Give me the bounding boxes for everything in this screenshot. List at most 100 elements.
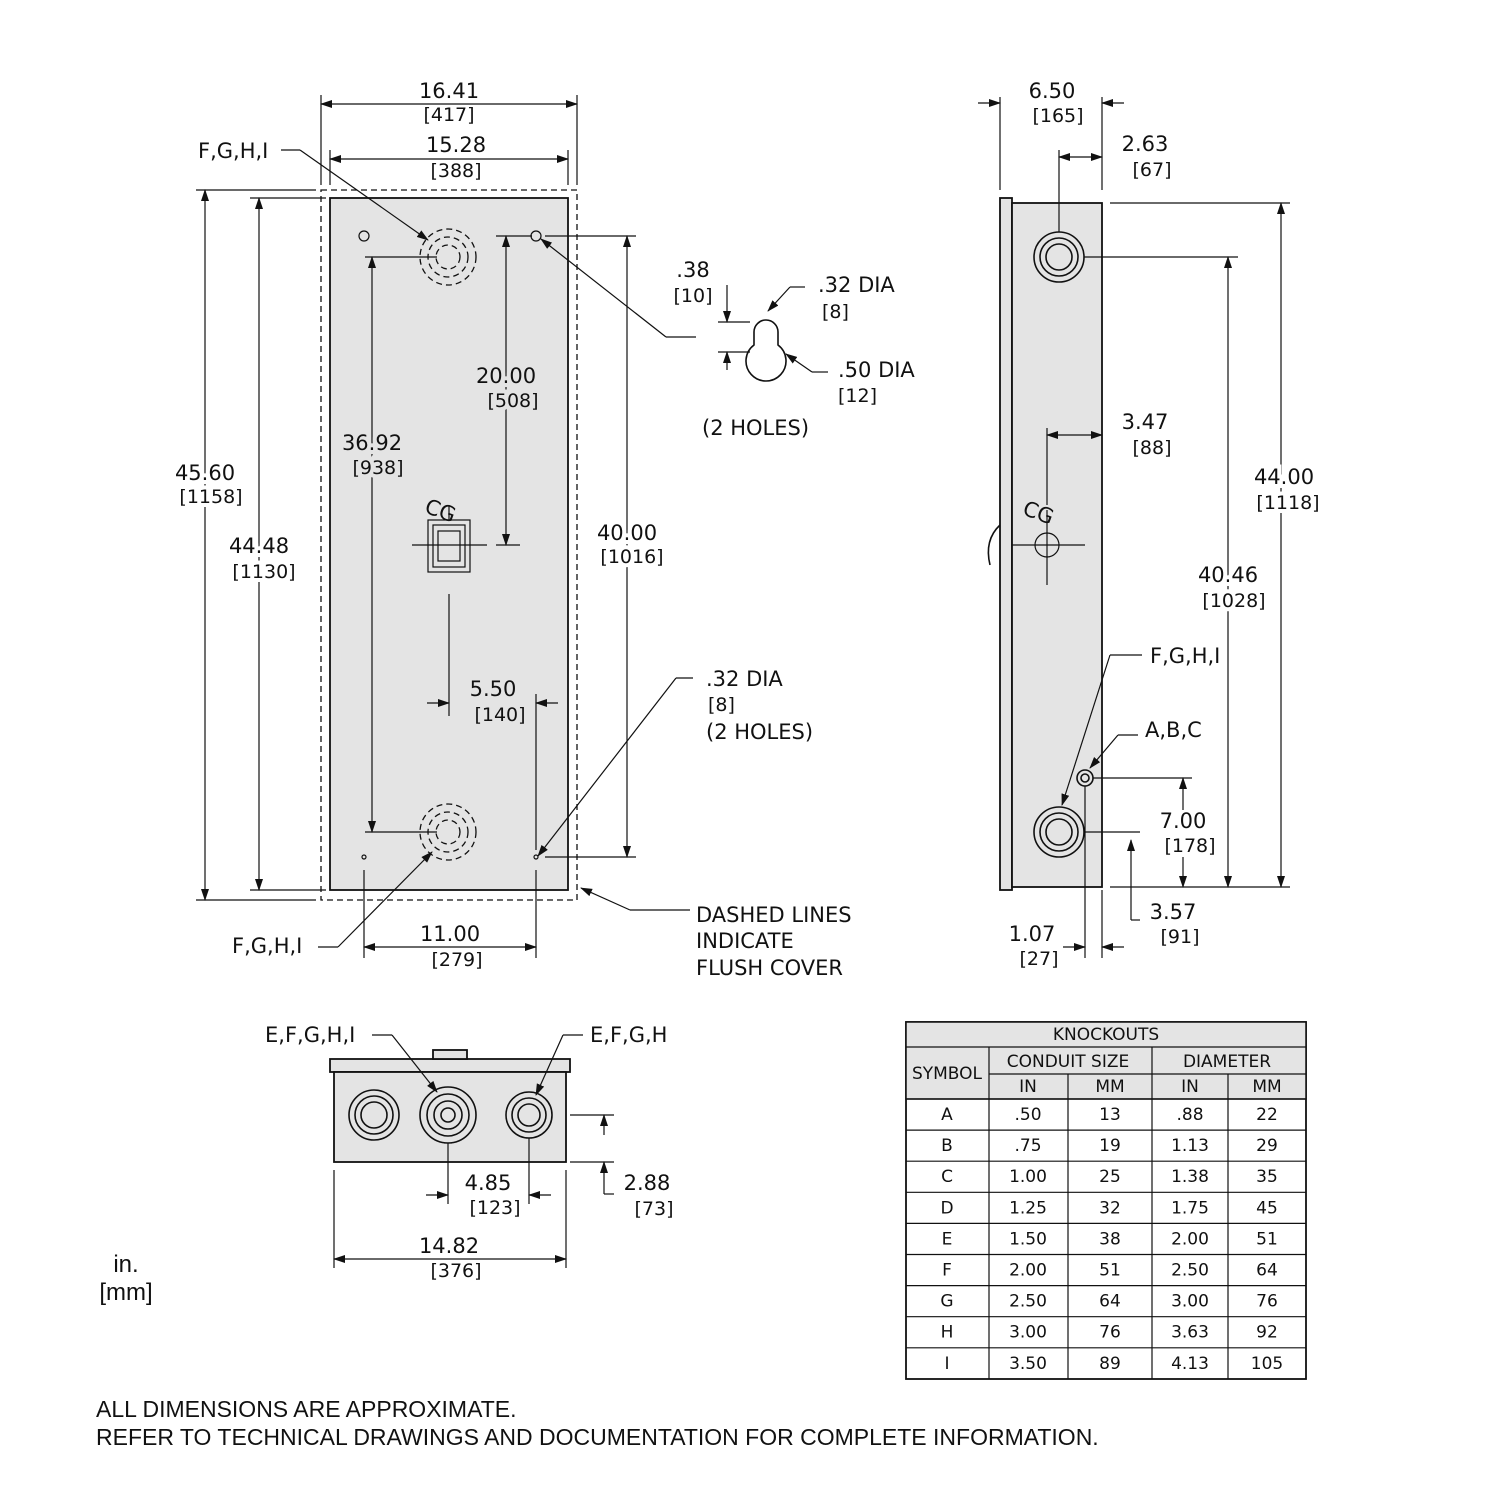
knockouts-cell-conduit-in: 2.00	[1009, 1261, 1047, 1281]
callout-front-top-knockouts: F,G,H,I	[198, 139, 268, 163]
side-cg-depth-mm: [88]	[1132, 437, 1171, 459]
knockouts-cell-conduit-mm: 19	[1099, 1136, 1121, 1156]
knockouts-cell-conduit-in: 2.50	[1009, 1292, 1047, 1312]
knockouts-cell-conduit-in: .75	[1014, 1136, 1041, 1156]
knockouts-cell-symbol: B	[941, 1136, 953, 1156]
knockouts-cell-dia-mm: 64	[1256, 1261, 1278, 1281]
knockouts-cell-dia-mm: 76	[1256, 1292, 1278, 1312]
knockouts-cell-dia-mm: 35	[1256, 1167, 1278, 1187]
note-refer: REFER TO TECHNICAL DRAWINGS AND DOCUMENT…	[96, 1424, 1099, 1450]
side-small-ko-height: 7.00	[1160, 809, 1207, 833]
knockouts-cell-dia-mm: 92	[1256, 1323, 1278, 1343]
knockouts-subheader: MM	[1252, 1077, 1281, 1097]
front-view: CG 16.41 [417] 15.28 [388] 45.60 [1158] …	[171, 79, 852, 980]
flush-cover-outline	[320, 189, 578, 901]
dim-height-overall: 45.60	[175, 461, 235, 485]
knockouts-cell-conduit-mm: 13	[1099, 1105, 1121, 1125]
knockouts-cell-symbol: I	[944, 1354, 949, 1374]
side-height: 44.00	[1254, 465, 1314, 489]
side-bottom-ko-height: 3.57	[1150, 900, 1197, 924]
dim-top-to-center-mm: [508]	[487, 390, 538, 412]
knockouts-cell-dia-in: .88	[1176, 1105, 1203, 1125]
knockouts-cell-conduit-mm: 25	[1099, 1167, 1121, 1187]
bottom-ko-spacing: 4.85	[465, 1171, 512, 1195]
knockouts-cell-symbol: C	[941, 1167, 953, 1187]
dim-height-box: 44.48	[229, 534, 289, 558]
dim-height-box-mm: [1130]	[232, 561, 295, 583]
bottom-ko-height: 2.88	[624, 1171, 671, 1195]
front-bottom-hole-count: (2 HOLES)	[706, 720, 813, 744]
dim-knockout-spacing: 36.92	[342, 431, 402, 455]
knockouts-cell-dia-in: 2.00	[1171, 1229, 1209, 1249]
bottom-width: 14.82	[419, 1234, 479, 1258]
knockouts-cell-conduit-in: 1.00	[1009, 1167, 1047, 1187]
knockouts-cell-symbol: F	[942, 1261, 952, 1281]
dim-hole-spacing: 40.00	[597, 521, 657, 545]
keyhole-count: (2 HOLES)	[702, 416, 809, 440]
knockouts-cell-conduit-in: 1.25	[1009, 1198, 1047, 1218]
knockouts-cell-conduit-mm: 32	[1099, 1198, 1121, 1218]
knockouts-cell-conduit-in: .50	[1014, 1105, 1041, 1125]
side-small-ko-offset: 1.07	[1009, 922, 1056, 946]
front-center-of-gravity	[412, 505, 487, 573]
callout-side-large-knockouts: F,G,H,I	[1150, 644, 1220, 668]
knockouts-cell-conduit-in: 1.50	[1009, 1229, 1047, 1249]
knockouts-cell-symbol: G	[940, 1292, 953, 1312]
side-ko-offset-mm: [67]	[1132, 159, 1171, 181]
dim-bottom-spacing: 11.00	[420, 922, 480, 946]
front-bottom-hole-dia-mm: [8]	[708, 694, 735, 716]
knockouts-cell-dia-mm: 22	[1256, 1105, 1278, 1125]
bottom-knockout-left	[348, 1089, 400, 1141]
side-small-ko-offset-mm: [27]	[1019, 948, 1058, 970]
callout-bottom-center-knockout: E,F,G,H,I	[265, 1023, 355, 1047]
keyhole-small-dia-mm: [8]	[822, 301, 849, 323]
knockouts-cell-dia-in: 1.75	[1171, 1198, 1209, 1218]
side-ko-spacing-mm: [1028]	[1202, 590, 1265, 612]
keyhole-detail: .38 [10] .32 DIA [8] .50 DIA [12] (2 HOL…	[673, 258, 915, 440]
knockouts-subheader: MM	[1095, 1077, 1124, 1097]
keyhole-large-dia: .50 DIA	[838, 358, 915, 382]
side-depth: 6.50	[1029, 79, 1076, 103]
knockouts-conduit-header: CONDUIT SIZE	[1007, 1052, 1130, 1072]
dim-width-box-mm: [388]	[430, 160, 481, 182]
knockouts-symbol-header: SYMBOL	[912, 1064, 983, 1084]
dim-center-offset: 5.50	[470, 677, 517, 701]
front-bottom-hole-dia: .32 DIA	[706, 667, 783, 691]
knockouts-table: KNOCKOUTS SYMBOL CONDUIT SIZE DIAMETER I…	[905, 1021, 1307, 1380]
dim-height-overall-mm: [1158]	[179, 486, 242, 508]
dim-top-to-center: 20.00	[476, 364, 536, 388]
bottom-cover-lid	[329, 1058, 571, 1073]
knockouts-cell-conduit-in: 3.00	[1009, 1323, 1047, 1343]
side-ko-spacing: 40.46	[1198, 563, 1258, 587]
units-inch: in.	[113, 1251, 138, 1278]
dim-hole-spacing-mm: [1016]	[600, 546, 663, 568]
side-cover-flange	[999, 197, 1013, 891]
knockouts-cell-dia-in: 3.63	[1171, 1323, 1209, 1343]
side-view: CG 6.50 [165] 2.63 [67] 3.47 [88] 44.00 …	[978, 79, 1324, 970]
knockouts-cell-dia-in: 3.00	[1171, 1292, 1209, 1312]
bottom-enclosure-box	[333, 1071, 567, 1163]
knockouts-cell-symbol: H	[941, 1323, 954, 1343]
side-small-ko-height-mm: [178]	[1164, 835, 1215, 857]
bottom-ko-spacing-mm: [123]	[469, 1197, 520, 1219]
note-approximate: ALL DIMENSIONS ARE APPROXIMATE.	[96, 1396, 517, 1422]
keyhole-small-dia: .32 DIA	[818, 273, 895, 297]
knockouts-cell-conduit-mm: 89	[1099, 1354, 1121, 1374]
knockouts-cell-conduit-mm: 76	[1099, 1323, 1121, 1343]
knockouts-cell-dia-in: 1.38	[1171, 1167, 1209, 1187]
side-center-of-gravity	[1012, 510, 1085, 585]
bottom-latch	[432, 1049, 468, 1060]
dim-knockout-spacing-mm: [938]	[352, 457, 403, 479]
front-mounting-holes	[358, 230, 542, 860]
knockouts-subheader: IN	[1019, 1077, 1037, 1097]
knockouts-table-title: KNOCKOUTS	[1053, 1025, 1159, 1045]
knockouts-cell-conduit-mm: 51	[1099, 1261, 1121, 1281]
knockouts-subheader: IN	[1181, 1077, 1199, 1097]
side-height-mm: [1118]	[1256, 492, 1319, 514]
knockouts-cell-dia-in: 1.13	[1171, 1136, 1209, 1156]
keyhole-large-dia-mm: [12]	[838, 385, 877, 407]
callout-front-bottom-knockouts: F,G,H,I	[232, 934, 302, 958]
bottom-knockout-center	[419, 1086, 477, 1144]
knockouts-cell-symbol: E	[942, 1229, 953, 1249]
